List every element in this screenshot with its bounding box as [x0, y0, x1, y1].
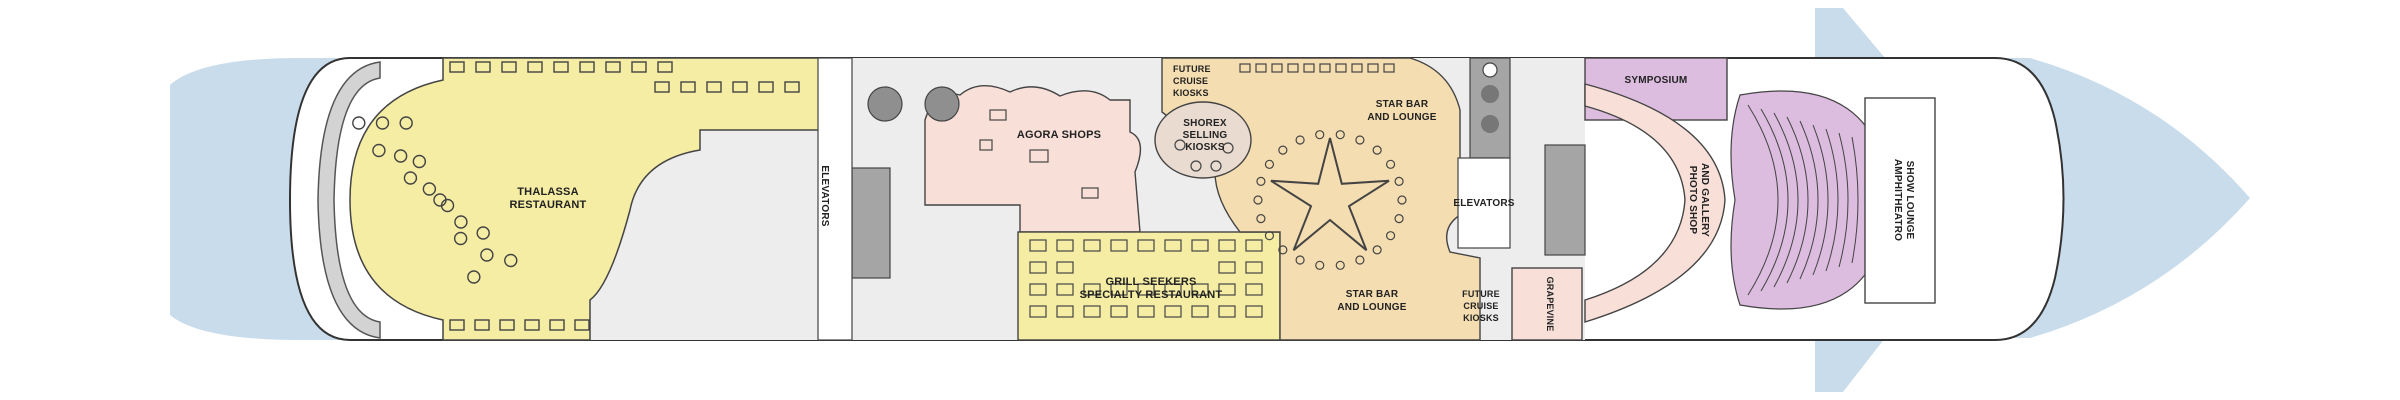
future-top-label-2: CRUISE	[1173, 76, 1208, 86]
starbar-bot-label-1: STAR BAR	[1346, 289, 1399, 300]
thalassa-label-1: THALASSA	[517, 186, 579, 198]
elevators-mid-label: ELEVATORS	[1453, 198, 1514, 209]
agora-label: AGORA SHOPS	[1017, 129, 1101, 141]
elevators-fwd-label: ELEVATORS	[819, 165, 830, 226]
grapevine-label: GRAPEVINE	[1545, 277, 1555, 332]
shorex-label-3: KIOSKS	[1185, 142, 1225, 153]
thalassa-restaurant-area	[349, 57, 821, 341]
amph-label-2: SHOW LOUNGE	[1904, 161, 1915, 240]
shorex-label-2: SELLING	[1183, 130, 1228, 141]
elevator-hall-mid	[1457, 157, 1511, 249]
future-bot-label-1: FUTURE	[1462, 289, 1500, 299]
future-bot-label-2: CRUISE	[1463, 301, 1498, 311]
bow-promenade	[317, 61, 381, 339]
restroom-icon	[1481, 115, 1499, 133]
stage	[1864, 97, 1936, 304]
grapevine-area	[1511, 267, 1583, 341]
agora-displays	[979, 109, 1099, 199]
starbar-top-label-2: AND LOUNGE	[1367, 112, 1436, 123]
amph-label-1: AMPHITHEATRO	[1892, 159, 1903, 241]
future-top-label-3: KIOSKS	[1173, 88, 1209, 98]
grill-seekers-area	[1017, 231, 1281, 341]
amphitheatro-seating	[1730, 90, 1891, 310]
theater-rows	[1747, 104, 1859, 296]
future-top-label-1: FUTURE	[1173, 64, 1211, 74]
restroom-icon	[1481, 85, 1499, 103]
future-bot-label-3: KIOSKS	[1463, 313, 1499, 323]
star-bar-counter	[1270, 137, 1390, 251]
grill-tables	[1029, 239, 1263, 318]
restroom-icon	[924, 86, 960, 122]
symposium-label: SYMPOSIUM	[1625, 75, 1688, 86]
agora-shops-area	[924, 85, 1142, 233]
shorex-label-1: SHOREX	[1183, 118, 1227, 129]
accessibility-icon	[1482, 62, 1498, 78]
star-bar-seating	[1239, 63, 1407, 270]
thalassa-tables	[352, 61, 800, 331]
restroom-icon	[867, 86, 903, 122]
elevator-shaft-fwd	[851, 167, 891, 279]
photo-label-1: PHOTO SHOP	[1687, 166, 1698, 235]
grill-label-1: GRILL SEEKERS	[1105, 276, 1196, 288]
shorex-kiosks	[1174, 139, 1234, 172]
thalassa-label-2: RESTAURANT	[510, 199, 587, 211]
elevator-vestibule-fwd	[817, 57, 853, 341]
starbar-bot-label-2: AND LOUNGE	[1337, 302, 1406, 313]
elevator-shaft-aft	[1544, 144, 1586, 256]
photo-label-2: AND GALLERY	[1699, 163, 1710, 237]
grill-label-2: SPECIALTY RESTAURANT	[1080, 289, 1223, 301]
photo-shop-area	[1584, 83, 1726, 323]
shorex-kiosks-area	[1154, 101, 1252, 179]
starbar-top-label-1: STAR BAR	[1376, 99, 1429, 110]
